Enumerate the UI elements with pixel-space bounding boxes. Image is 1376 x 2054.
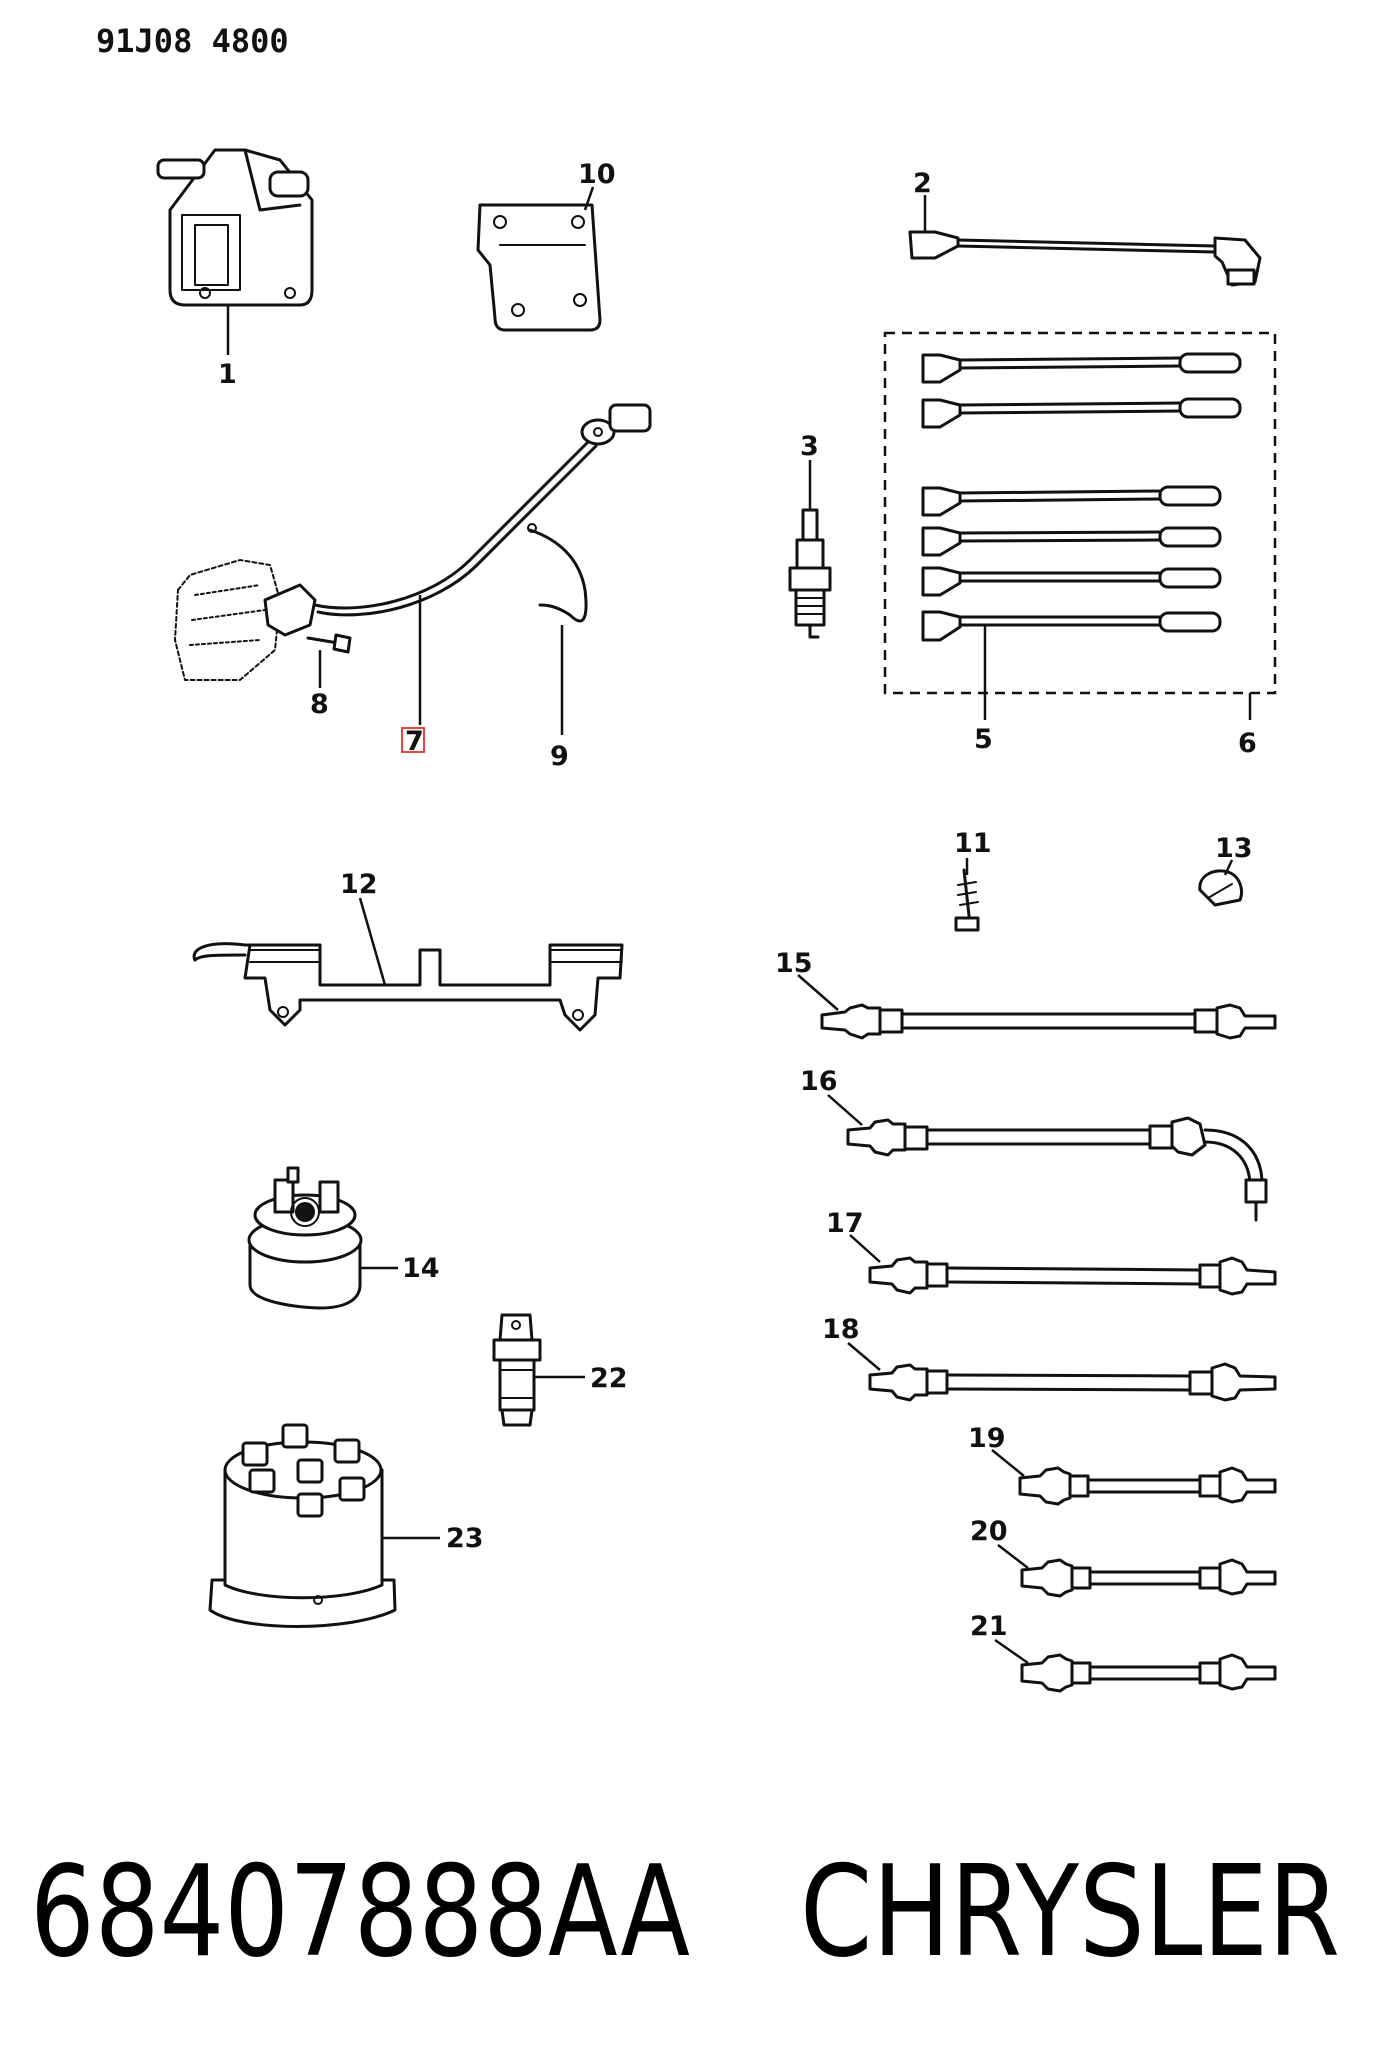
callout-1: 1 [218, 359, 237, 390]
screw-part-8[interactable] [306, 633, 352, 654]
callout-8: 8 [310, 689, 329, 720]
callout-12: 12 [340, 869, 378, 900]
diagram-code: 91J08 4800 [96, 22, 289, 60]
callout-22: 22 [590, 1363, 628, 1394]
callout-2: 2 [913, 168, 932, 199]
callout-5: 5 [974, 724, 993, 755]
wire-set-boundary-part-6[interactable] [883, 331, 1277, 695]
callout-13: 13 [1215, 833, 1253, 864]
spark-plug-wires-part-5[interactable] [921, 352, 1242, 642]
bracket-part-10[interactable] [476, 203, 602, 332]
coil-wire-part-2[interactable] [908, 230, 1262, 287]
callout-19: 19 [968, 1423, 1006, 1454]
cap-nut-part-13[interactable] [1198, 869, 1243, 907]
tube-part-19[interactable] [1018, 1466, 1277, 1506]
callout-17: 17 [826, 1208, 864, 1239]
tube-part-16[interactable] [846, 1116, 1268, 1222]
callout-3: 3 [800, 431, 819, 462]
tube-part-15[interactable] [820, 1003, 1277, 1040]
callout-9: 9 [550, 741, 569, 772]
brand-name: CHRYSLER [800, 1838, 1340, 1985]
ignition-coil-part-1[interactable] [156, 148, 314, 307]
callout-21: 21 [970, 1611, 1008, 1642]
callout-11: 11 [954, 828, 992, 859]
tube-part-21[interactable] [1020, 1653, 1277, 1693]
spark-plug-part-3[interactable] [788, 508, 832, 639]
tube-part-18[interactable] [868, 1362, 1277, 1402]
callout-7: 7 [405, 726, 424, 757]
highlight-box [401, 727, 425, 753]
ground-strap-part-9[interactable] [527, 523, 588, 623]
tube-part-20[interactable] [1020, 1558, 1277, 1598]
callout-23: 23 [446, 1523, 484, 1554]
tube-part-17[interactable] [868, 1256, 1277, 1296]
callout-6: 6 [1238, 728, 1257, 759]
callout-14: 14 [402, 1253, 440, 1284]
distributor-sensor-harness-part-7[interactable] [174, 403, 652, 681]
callout-10: 10 [578, 159, 616, 190]
fitting-part-22[interactable] [492, 1313, 542, 1427]
solenoid-part-14[interactable] [247, 1166, 363, 1310]
screw-part-11[interactable] [954, 868, 980, 932]
callout-20: 20 [970, 1516, 1008, 1547]
part-number: 68407888AA [30, 1838, 690, 1985]
distributor-cap-part-23[interactable] [208, 1423, 397, 1628]
mounting-plate-part-12[interactable] [192, 942, 624, 1032]
callout-16: 16 [800, 1066, 838, 1097]
callout-15: 15 [775, 948, 813, 979]
callout-18: 18 [822, 1314, 860, 1345]
